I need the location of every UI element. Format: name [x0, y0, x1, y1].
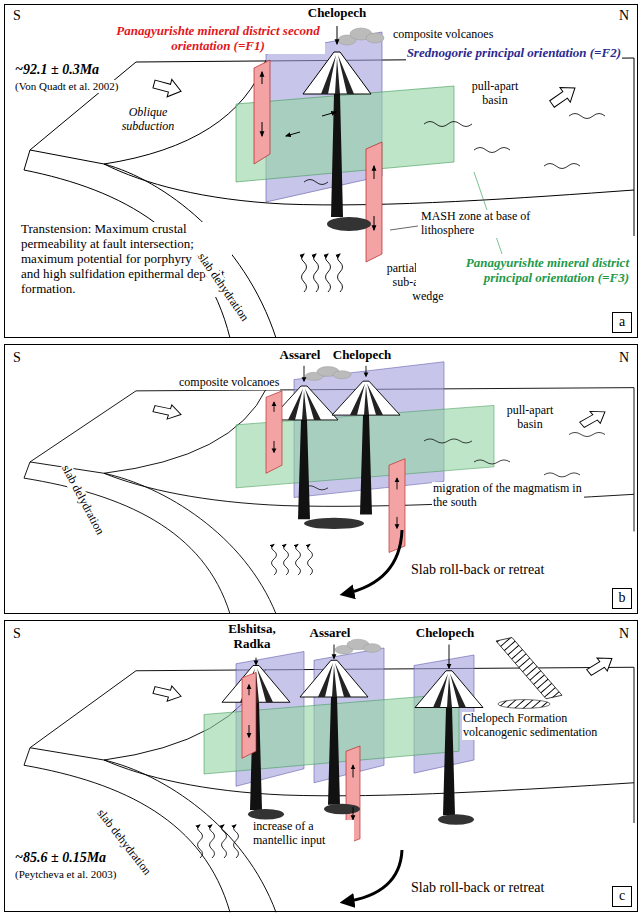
- age-label: ~85.6 ± 0.15Ma: [14, 850, 107, 866]
- red-fault-plane: [242, 673, 256, 759]
- feature-label: Oblique subduction: [115, 106, 181, 134]
- fault-slip-arrow: [353, 807, 354, 819]
- panel-letter-box: c: [612, 886, 632, 907]
- panel-b-illustration: [152, 402, 184, 422]
- panel-a-illustration: [304, 114, 605, 185]
- rollback-arrow: [344, 530, 402, 594]
- mash-zone: [327, 217, 371, 231]
- fault-slip-arrow: [262, 122, 263, 136]
- fault-slip-arrow: [262, 72, 263, 84]
- feature-label: composite volcanoes: [392, 28, 494, 42]
- panel-b-illustration: [272, 544, 313, 575]
- pointer-arrow: [337, 26, 338, 44]
- panel-c-illustration: [584, 652, 617, 679]
- panel-c-illustration: [198, 825, 239, 858]
- panel-c-illustration: [222, 666, 290, 810]
- panel-c-illustration: [415, 671, 483, 815]
- feature-label: increase of a mantellic input: [252, 820, 354, 848]
- reference-label: (Von Quadt et al. 2002): [14, 80, 119, 93]
- direction-label: N: [618, 8, 630, 24]
- mash-zone: [324, 804, 360, 815]
- panel-b-illustration: [24, 388, 634, 614]
- panel-frame: S N ~92.1 ± 0.3Ma (Von Quadt et al. 2002) Ch…: [4, 4, 638, 338]
- panel-frame: S N Elshitsa, Radka Assarel ChelopechChelope…: [4, 620, 638, 912]
- deposit-name: Chelopech: [307, 6, 368, 21]
- panel-c-illustration: [335, 639, 381, 654]
- panel-a-illustration: [302, 254, 343, 292]
- graben-strip: [496, 638, 562, 699]
- pointer-arrow: [304, 366, 305, 381]
- fault-orientation-label: Panagyurishte mineral district second or…: [111, 24, 325, 54]
- direction-label: N: [618, 350, 630, 366]
- deposit-name: Chelopech: [415, 626, 476, 641]
- mash-zone: [248, 809, 284, 820]
- panel-letter: a: [618, 314, 626, 330]
- deposit-name: Assarel: [309, 626, 352, 641]
- fault-slip-arrow: [274, 402, 275, 412]
- panel-letter-box: a: [612, 312, 632, 333]
- panel-a-illustration: [303, 52, 371, 217]
- panel-letter: b: [618, 590, 627, 606]
- fault-orientation-label: Srednogorie principal orientation (=F2): [406, 46, 622, 61]
- mash-zone: [438, 814, 474, 825]
- feature-label: slab delydration: [58, 462, 107, 538]
- pointer-arrow: [256, 658, 257, 665]
- red-fault-plane: [254, 60, 270, 164]
- fault-slip-arrow: [397, 517, 398, 528]
- rollback-arrow: [344, 850, 402, 902]
- sediment-lens: [498, 700, 550, 709]
- panel-a-illustration: [547, 81, 580, 112]
- fault-orientation-label: Panagyurishte mineral district principal…: [416, 256, 630, 286]
- deposit-name: Elshitsa, Radka: [219, 622, 285, 652]
- fault-slip-arrow: [374, 166, 375, 179]
- direction-label: S: [12, 8, 22, 24]
- feature-label: Chelopech Formation volcanogenic sedimen…: [462, 712, 629, 740]
- direction-label: S: [12, 626, 22, 642]
- fault-slip-arrow: [286, 132, 300, 136]
- pointer-arrow: [449, 645, 450, 669]
- leader-line: [390, 226, 418, 230]
- panel-letter-box: b: [612, 588, 632, 609]
- fault-slip-arrow: [249, 685, 250, 696]
- direction-label: N: [618, 626, 630, 642]
- feature-label: migration of the magmatism in the south: [432, 482, 584, 510]
- fault-slip-arrow: [397, 478, 398, 489]
- panel-b-illustration: [577, 406, 610, 431]
- direction-label: S: [12, 350, 22, 366]
- feature-label: composite volcanoes: [178, 376, 280, 390]
- mash-zone: [304, 518, 364, 529]
- panel-c-illustration: [152, 682, 184, 704]
- age-label: ~92.1 ± 0.3Ma: [14, 62, 100, 78]
- feature-label: pull-apart basin: [463, 80, 527, 108]
- arrow-label: Slab roll-back or retreat: [410, 880, 545, 896]
- deposit-name: Assarel: [279, 348, 322, 363]
- deposit-name: Chelopech: [332, 348, 393, 363]
- panel-letter: c: [618, 888, 626, 904]
- pointer-arrow: [366, 366, 367, 377]
- red-fault-plane: [266, 391, 282, 473]
- panel-b-illustration: [24, 362, 634, 614]
- panel-a-illustration: [152, 75, 184, 100]
- fault-slip-arrow: [249, 725, 250, 737]
- reference-label: (Peytcheva et al. 2003): [14, 868, 117, 881]
- fault-slip-arrow: [353, 765, 354, 777]
- feature-label: MASH zone at base of lithosphere: [420, 210, 550, 238]
- fault-slip-arrow: [322, 112, 336, 116]
- panel-a-illustration: [338, 28, 384, 45]
- panel-frame: S N Assarel Chelopech composite volcanoes pul…: [4, 344, 638, 614]
- panel-b-illustration: [305, 367, 351, 381]
- feature-label: pull-apart basin: [498, 404, 562, 432]
- arrow-label: Slab roll-back or retreat: [410, 562, 545, 578]
- red-fault-plane: [366, 142, 382, 262]
- pointer-arrow: [334, 645, 335, 659]
- fault-slip-arrow: [274, 441, 275, 452]
- fault-slip-arrow: [374, 216, 375, 230]
